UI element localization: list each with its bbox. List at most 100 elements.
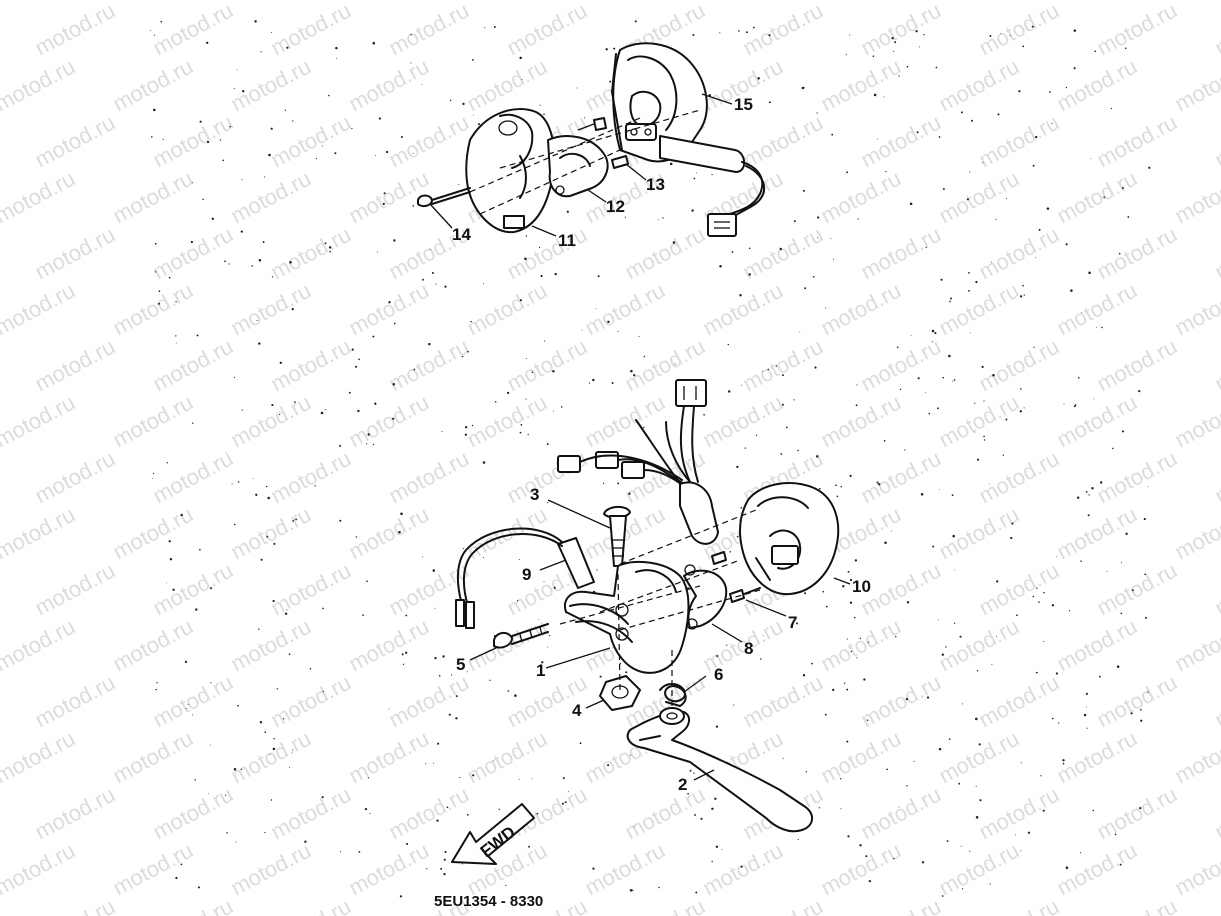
speckle-dot <box>367 777 370 779</box>
speckle-dot <box>727 343 729 346</box>
watermark-text: motod.ru <box>0 502 79 565</box>
speckle-dot <box>210 682 212 684</box>
speckle-dot <box>329 250 332 253</box>
lower-lever-assembly <box>455 379 840 833</box>
watermark-text: motod.ru <box>1211 110 1221 173</box>
speckle-dot <box>1020 850 1022 852</box>
watermark-text: motod.ru <box>31 110 119 173</box>
speckle-dot <box>242 90 245 93</box>
speckle-dot <box>1042 809 1045 812</box>
speckle-dot <box>953 379 956 381</box>
speckle-dot <box>975 280 978 284</box>
speckle-dot <box>206 140 210 144</box>
speckle-dot <box>462 863 463 865</box>
part-10-switch-housing <box>739 482 840 596</box>
speckle-dot <box>592 378 595 382</box>
speckle-dot <box>184 660 188 664</box>
callout-1: 1 <box>536 661 545 680</box>
callout-7: 7 <box>788 613 797 632</box>
speckle-dot <box>190 240 193 244</box>
speckle-dot <box>934 332 937 335</box>
speckle-dot <box>241 409 243 411</box>
watermark-text: motod.ru <box>0 110 1 173</box>
speckle-dot <box>498 808 500 811</box>
speckle-dot <box>1038 601 1040 603</box>
speckle-dot <box>768 34 771 37</box>
speckle-dot <box>990 261 992 263</box>
speckle-dot <box>154 271 157 273</box>
callout-9: 9 <box>522 565 531 584</box>
watermark-text: motod.ru <box>817 726 905 789</box>
watermark-text: motod.ru <box>0 278 79 341</box>
speckle-dot <box>1058 722 1060 724</box>
speckle-dot <box>989 483 991 485</box>
speckle-dot <box>643 355 646 358</box>
speckle-dot <box>428 342 431 346</box>
watermark-text: motod.ru <box>1053 390 1141 453</box>
watermark-text: motod.ru <box>1211 782 1221 845</box>
speckle-dot <box>1020 388 1022 390</box>
speckle-dot <box>202 198 204 201</box>
speckle-dot <box>1073 405 1076 408</box>
watermark-text: motod.ru <box>463 502 551 565</box>
speckle-dot <box>995 219 997 221</box>
speckle-dot <box>324 242 327 245</box>
speckle-dot <box>721 849 723 851</box>
speckle-dot <box>842 585 845 588</box>
watermark-text: motod.ru <box>935 502 1023 565</box>
speckle-dot <box>948 738 951 740</box>
speckle-dot <box>518 558 520 561</box>
speckle-dot <box>258 342 261 345</box>
speckle-dot <box>599 675 602 678</box>
speckle-dot <box>846 740 849 743</box>
watermark-text: motod.ru <box>227 726 315 789</box>
watermark-text: motod.ru <box>1093 110 1181 173</box>
speckle-dot <box>689 769 692 772</box>
watermark-text: motod.ru <box>227 390 315 453</box>
speckle-dot <box>279 413 281 416</box>
speckle-dot <box>315 158 318 160</box>
speckle-dot <box>451 674 453 676</box>
speckle-dot <box>960 845 962 847</box>
speckle-dot <box>602 482 605 484</box>
watermark-text: motod.ru <box>109 390 197 453</box>
watermark-text: motod.ru <box>1211 446 1221 509</box>
speckle-dot <box>1147 486 1149 488</box>
speckle-dot <box>775 365 778 367</box>
speckle-dot <box>199 548 201 551</box>
speckle-dot <box>716 655 719 657</box>
speckle-dot <box>1080 852 1082 854</box>
watermark-text: motod.ru <box>463 390 551 453</box>
speckle-dot <box>412 152 414 154</box>
speckle-dot <box>484 27 486 29</box>
speckle-dot <box>210 744 212 746</box>
speckle-dot <box>975 785 977 787</box>
speckle-dot <box>355 365 358 368</box>
upper-switch-assembly <box>417 42 766 237</box>
watermark-text: motod.ru <box>857 222 945 285</box>
speckle-dot <box>295 518 298 521</box>
speckle-dot <box>1085 490 1088 493</box>
speckle-dot <box>321 145 324 147</box>
speckle-dot <box>372 335 375 338</box>
speckle-dot <box>358 358 360 361</box>
speckle-dot <box>156 682 158 684</box>
speckle-dot <box>273 542 276 545</box>
speckle-dot <box>543 113 545 115</box>
speckle-dot <box>525 235 528 237</box>
speckle-dot <box>1063 403 1065 405</box>
speckle-dot <box>883 96 885 98</box>
speckle-dot <box>1065 866 1069 869</box>
speckle-dot <box>605 48 608 51</box>
speckle-dot <box>273 738 275 740</box>
speckle-dot <box>906 785 908 787</box>
speckle-dot <box>378 117 381 120</box>
speckle-dot <box>546 443 549 446</box>
speckle-dot <box>849 34 851 36</box>
speckle-dot <box>997 113 1000 116</box>
speckle-dot <box>1035 135 1038 139</box>
speckle-dot <box>802 86 805 89</box>
speckle-dot <box>208 793 209 795</box>
callout-leaders <box>429 93 851 781</box>
speckle-dot <box>459 776 461 779</box>
